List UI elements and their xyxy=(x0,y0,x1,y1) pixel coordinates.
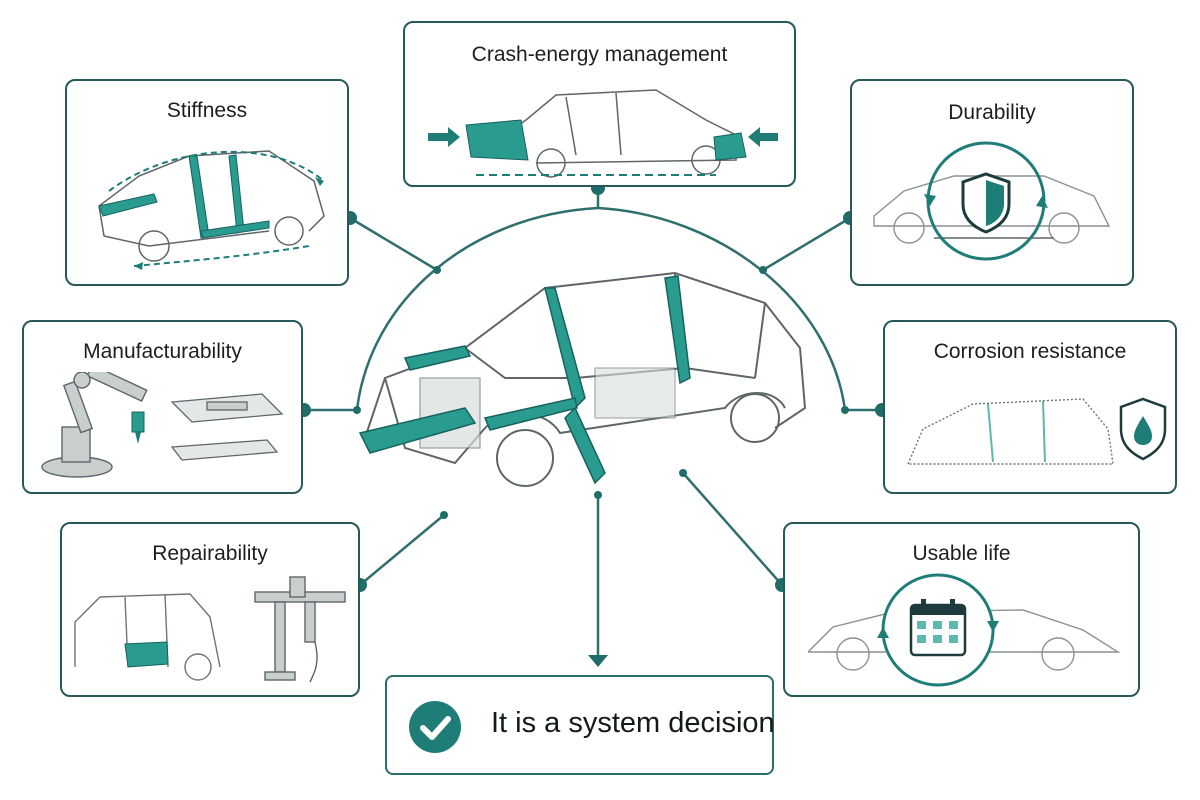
repairability-title: Repairability xyxy=(152,542,268,565)
checkmark-icon xyxy=(409,701,461,753)
corrosion-illustration xyxy=(906,397,1167,465)
stiffness-illustration xyxy=(98,150,325,270)
crash-illustration xyxy=(428,89,778,178)
durability-card: Durability xyxy=(850,79,1134,286)
usable-life-card: Usable life xyxy=(783,522,1140,697)
system-decision-text: It is a system decision xyxy=(491,707,775,739)
manufacturability-card: Manufacturability xyxy=(22,320,303,494)
durability-title: Durability xyxy=(948,101,1036,124)
repair-tool-icon xyxy=(254,576,346,683)
stiffness-title: Stiffness xyxy=(166,99,248,122)
usable-life-illustration xyxy=(807,573,1121,687)
usable-life-title: Usable life xyxy=(912,542,1011,565)
body-in-white-illustration xyxy=(358,271,807,487)
stiffness-card: Stiffness xyxy=(65,79,349,286)
manufacturability-illustration xyxy=(41,372,284,478)
crash-energy-title: Crash-energy management xyxy=(471,43,728,66)
calendar-icon xyxy=(909,599,967,657)
sheet-metal-icon xyxy=(170,393,284,461)
manufacturability-title: Manufacturability xyxy=(83,340,242,363)
robot-arm-icon xyxy=(41,372,148,478)
corrosion-title: Corrosion resistance xyxy=(933,340,1127,363)
corrosion-card: Corrosion resistance xyxy=(883,320,1177,494)
durability-illustration xyxy=(873,141,1111,261)
arrow-down-icon xyxy=(588,655,608,667)
repairability-card: Repairability xyxy=(60,522,360,697)
crash-energy-card: Crash-energy management xyxy=(403,21,796,187)
system-decision-box: It is a system decision xyxy=(385,675,775,775)
repairability-illustration xyxy=(74,576,346,683)
